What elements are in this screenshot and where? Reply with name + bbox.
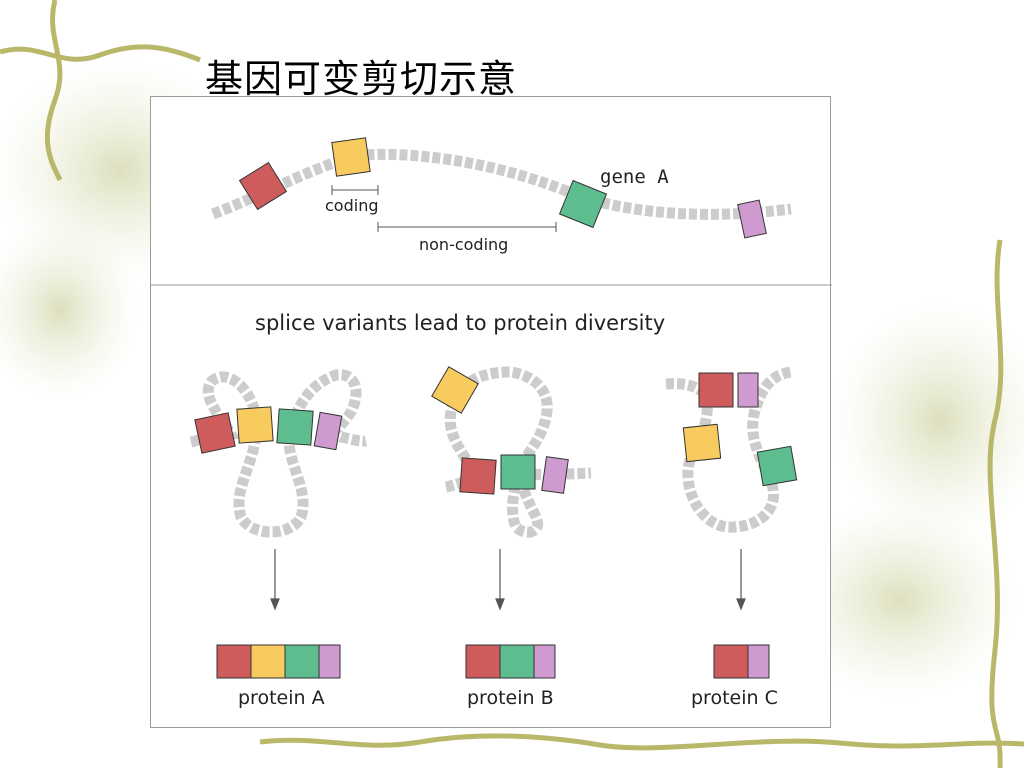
coding-bracket [331,185,379,195]
variant-c-exon-purple [737,372,759,408]
protein-c-segment-purple [747,644,770,679]
protein-a-segment-green [284,644,320,679]
variant-b-exon-yellow [431,366,479,414]
gene-exon-green [558,179,608,229]
protein-b-segment-purple [533,644,556,679]
noncoding-bracket [377,222,557,232]
variant-c [665,366,798,533]
protein-b-segment-green [499,644,535,679]
variant-a-exon-yellow [236,406,274,444]
variant-b [431,366,592,538]
arrow-a [270,549,280,611]
splicing-diagram: coding non-coding gene A splice variants… [151,137,832,709]
gene-strand [211,148,792,220]
noncoding-label: non-coding [419,235,508,254]
variant-a-exon-red [194,412,236,454]
variant-a-strand-left [189,371,309,538]
splicing-diagram-panel: coding non-coding gene A splice variants… [150,96,832,728]
protein-a-label: protein A [238,687,325,709]
protein-a-segment-red [216,644,252,679]
coding-label: coding [325,196,378,215]
gene-label: gene A [600,166,669,188]
protein-a-segment-yellow [250,644,286,679]
variant-c-exon-red [698,372,734,408]
protein-c-segment-red [713,644,749,679]
variant-a-strand-right [285,369,368,447]
variant-c-exon-yellow [682,423,722,463]
variant-b-exon-green [500,454,536,490]
gene-exon-red [238,161,288,211]
protein-b-segment-red [465,644,501,679]
variant-a-exon-green [276,408,314,446]
variant-c-exon-green [756,445,798,487]
variant-a [189,369,368,538]
protein-c-label: protein C [691,687,778,709]
arrow-b [495,549,505,611]
protein-c-bar [713,644,770,679]
variant-b-strand [444,366,592,538]
protein-b-label: protein B [467,687,554,709]
subtitle: splice variants lead to protein diversit… [255,311,665,335]
gene-exon-purple [737,199,767,239]
variant-b-exon-red [459,457,497,495]
gene-exon-yellow [331,137,371,177]
variant-b-exon-purple [541,456,569,494]
protein-a-bar [216,644,341,679]
variant-a-exon-purple [313,411,343,451]
protein-b-bar [465,644,556,679]
slide-title: 基因可变剪切示意 [205,57,518,101]
protein-a-segment-purple [318,644,341,679]
arrow-c [736,549,746,611]
